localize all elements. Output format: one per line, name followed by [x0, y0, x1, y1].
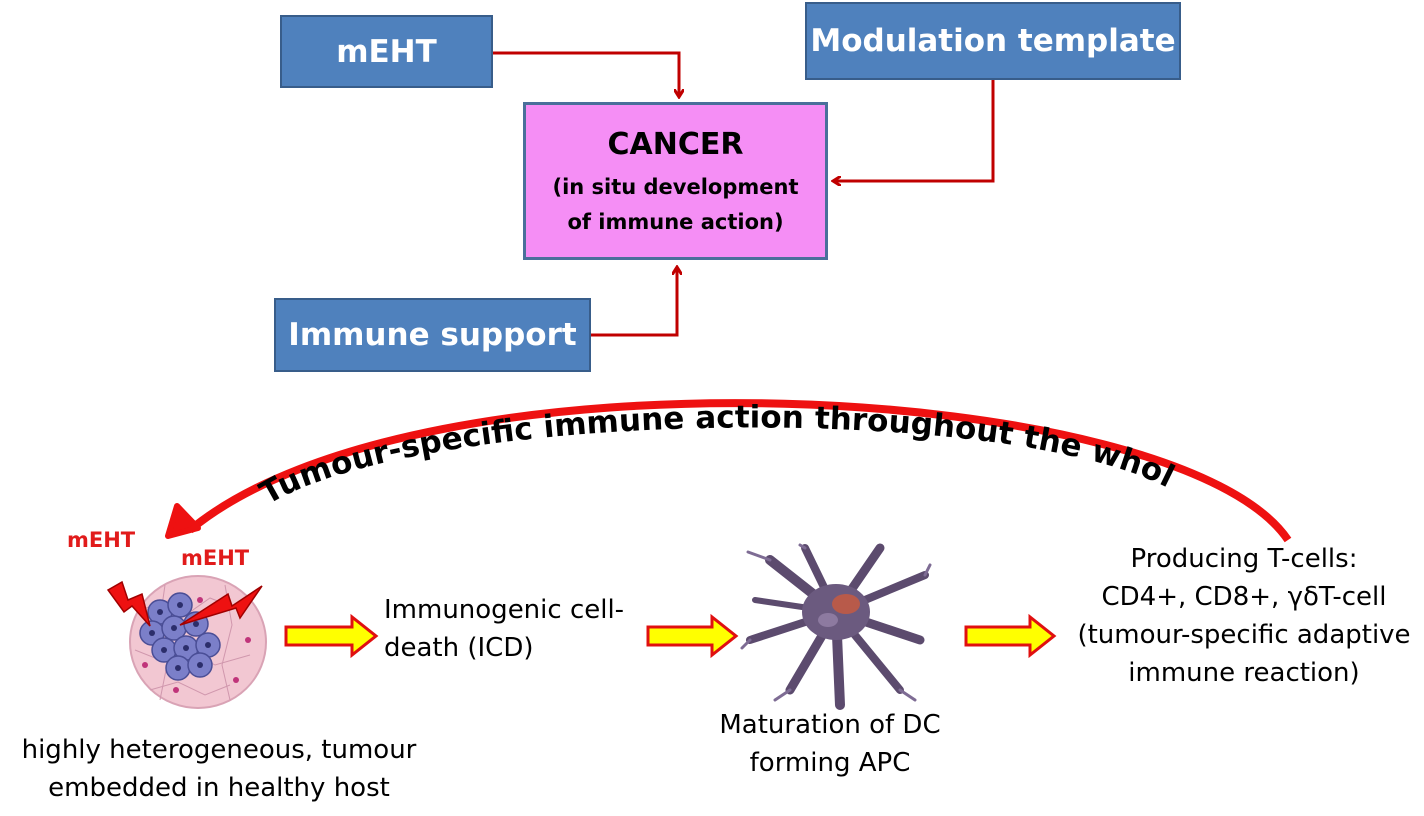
tcell-label: Producing T-cells: CD4+, CD8+, γδT-cell … [1064, 540, 1424, 692]
meht-box: mEHT [280, 15, 493, 88]
tumour-caption-line-1: highly heterogeneous, tumour [21, 735, 417, 765]
cancer-subtitle-1: (in situ development [552, 174, 799, 199]
icd-label-line-1: Immunogenic cell- [384, 595, 625, 625]
cancer-box: CANCER (in situ development of immune ac… [523, 102, 828, 260]
connector-immune-to-cancer [591, 268, 677, 337]
cancer-title: CANCER [607, 126, 744, 162]
lightning-bolt-icon [106, 580, 151, 627]
dc-label-line-1: Maturation of DC [719, 710, 941, 740]
icd-label: Immunogenic cell- death (ICD) [372, 591, 642, 667]
tcell-label-line-1: Producing T-cells: [1130, 544, 1358, 574]
feedback-arc [187, 399, 1292, 543]
meht-box-label: mEHT [336, 33, 437, 70]
connector-modulation-to-cancer [834, 80, 995, 181]
tcell-label-line-3: (tumour-specific adaptive [1077, 620, 1411, 650]
tcell-label-line-4: immune reaction) [1128, 658, 1360, 688]
tcell-label-line-2: CD4+, CD8+, γδT-cell [1101, 582, 1387, 612]
flow-arrow-1 [284, 613, 379, 659]
immune-support-label: Immune support [288, 317, 577, 353]
tumour-caption-line-2: embedded in healthy host [48, 773, 390, 803]
dc-label: Maturation of DC forming APC [690, 706, 970, 782]
icd-label-line-2: death (ICD) [384, 633, 534, 663]
immune-support-box: Immune support [274, 298, 591, 372]
modulation-template-box: Modulation template [805, 2, 1181, 80]
flow-arrow-3 [964, 613, 1057, 659]
connector-meht-to-cancer [493, 51, 679, 96]
dendritic-cell-image [740, 543, 932, 710]
meht-label-right: mEHT [181, 546, 250, 570]
feedback-arc-head [165, 503, 201, 539]
meht-label-left: mEHT [67, 528, 136, 552]
tumour-caption: highly heterogeneous, tumour embedded in… [0, 731, 438, 807]
cancer-subtitle-2: of immune action) [567, 209, 784, 234]
dc-label-line-2: forming APC [749, 748, 911, 778]
flow-arrow-2 [646, 613, 739, 659]
lightning-bolt-icon [179, 585, 263, 626]
modulation-template-label: Modulation template [810, 23, 1176, 59]
